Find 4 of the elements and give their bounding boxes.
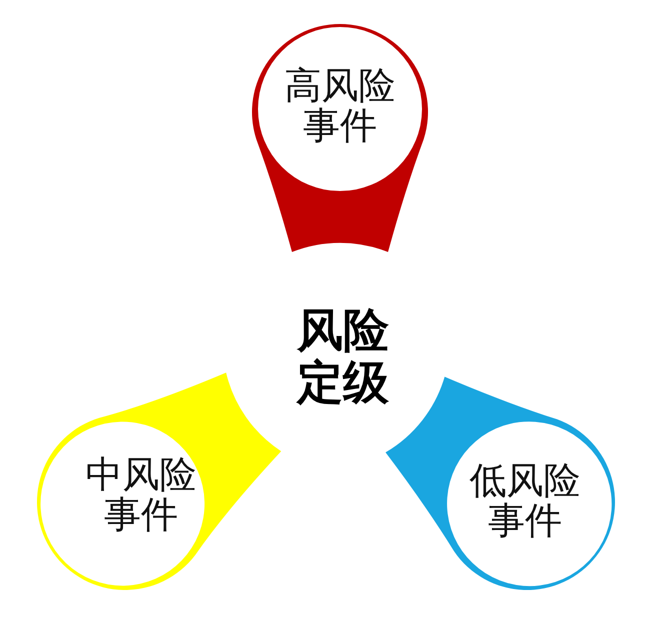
diagram-title: 风险定级 (295, 304, 390, 408)
pin-label: 低风险事件 (468, 461, 582, 541)
pin-label: 高风险事件 (284, 66, 396, 146)
pin-label: 中风险事件 (84, 455, 198, 535)
